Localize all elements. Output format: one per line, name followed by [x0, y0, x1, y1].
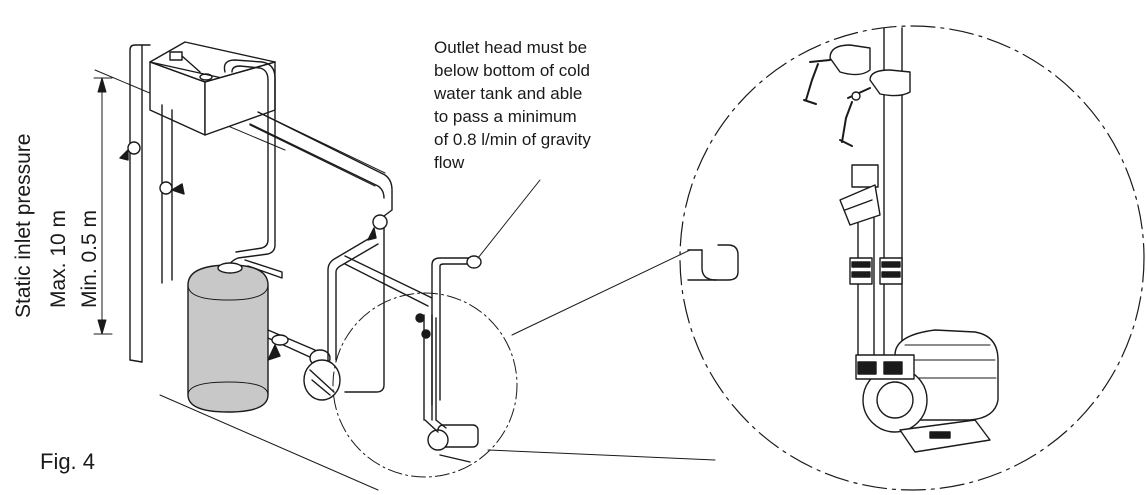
- detail-top-valves: [803, 44, 911, 147]
- callout-line: below bottom of cold: [434, 61, 590, 80]
- small-pump: [415, 313, 479, 463]
- detail-background-pipe: [687, 244, 739, 281]
- detail-pump-body: [855, 329, 999, 453]
- cold-water-tank: [149, 41, 276, 136]
- detail-strainer: [839, 164, 881, 226]
- callout-line: flow: [434, 153, 465, 172]
- callout-leader-line: [477, 179, 541, 259]
- left-valves: [119, 141, 185, 195]
- pressure-max-label: Max. 10 m: [47, 209, 70, 308]
- vent-pipe: [223, 59, 283, 279]
- left-pipes: [129, 44, 173, 363]
- callout-line: water tank and able: [434, 84, 583, 103]
- outlet-head-callout: Outlet head must be below bottom of cold…: [434, 36, 674, 174]
- zoom-connector-lines: [487, 249, 716, 461]
- pressure-min-label: Min. 0.5 m: [78, 209, 101, 308]
- pressure-dimension-arrow: [93, 77, 113, 335]
- stop-valve: [303, 359, 341, 401]
- small-detail-circle: [332, 292, 518, 478]
- callout-line: of 0.8 l/min of gravity: [434, 130, 591, 149]
- callout-line: Outlet head must be: [434, 38, 588, 57]
- callout-line: to pass a minimum: [434, 107, 577, 126]
- detail-hose-couplings: [849, 257, 903, 285]
- shower-outlet: [431, 255, 482, 406]
- large-detail-circle: [679, 25, 1145, 491]
- right-loop-pipes: [249, 111, 433, 393]
- pressure-title-label: Static inlet pressure: [12, 133, 35, 318]
- figure-label: Fig. 4: [40, 449, 96, 474]
- hot-water-cylinder: [187, 262, 269, 413]
